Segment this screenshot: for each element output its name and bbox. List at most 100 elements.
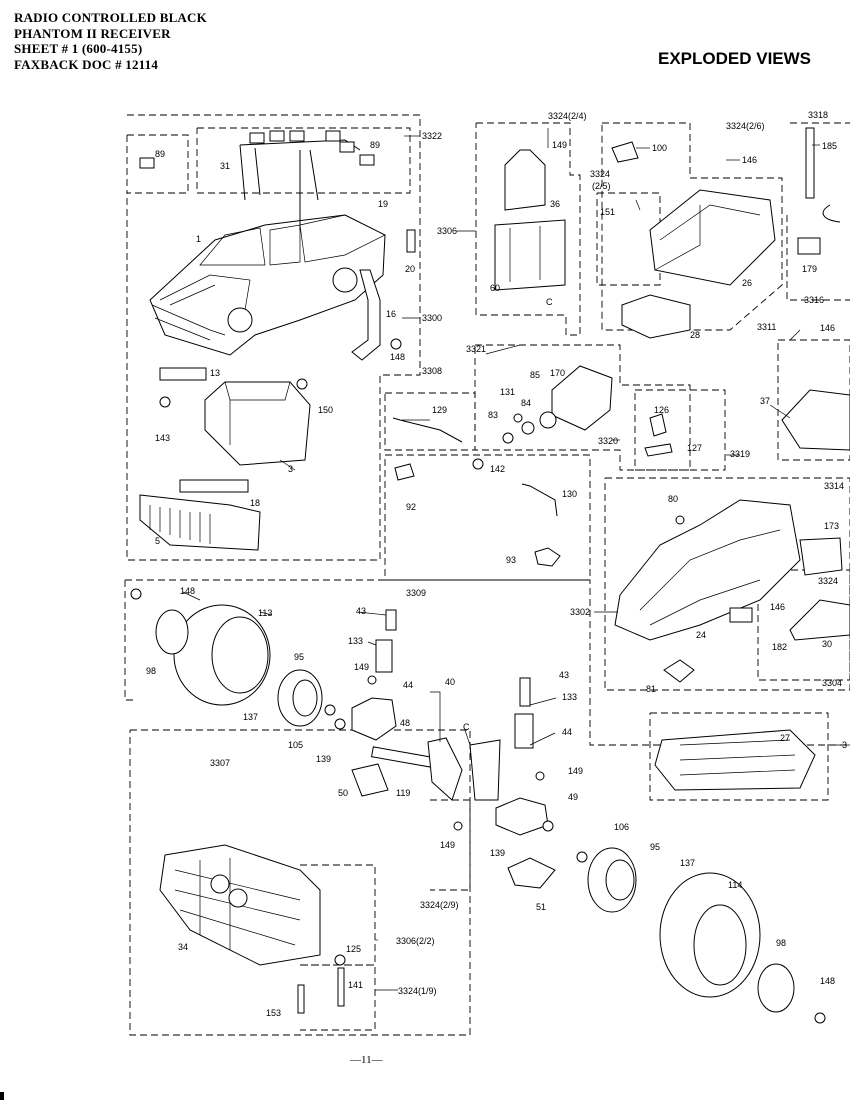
callout-3319: 3319 bbox=[730, 449, 750, 459]
spring-133b bbox=[514, 713, 534, 749]
header-line-1: RADIO CONTROLLED BLACK bbox=[14, 10, 207, 25]
callout-48: 48 bbox=[400, 718, 410, 728]
callout-149a: 149 bbox=[552, 140, 567, 150]
callout-43b: 43 bbox=[559, 670, 569, 680]
callout-153: 153 bbox=[266, 1008, 281, 1018]
boundary-3322 bbox=[126, 134, 189, 194]
steering-rod-129 bbox=[392, 417, 463, 443]
light-pod-5 bbox=[339, 141, 355, 153]
light-pod-7 bbox=[139, 157, 155, 169]
header-line-4: FAXBACK DOC # 12114 bbox=[14, 56, 159, 72]
boundary-front-suspension-left bbox=[124, 580, 135, 701]
callout-151: 151 bbox=[600, 207, 615, 217]
screw-148c bbox=[814, 1012, 826, 1024]
steering-rod-130 bbox=[521, 483, 558, 517]
callout-83: 83 bbox=[488, 410, 498, 420]
callout-146a: 146 bbox=[742, 155, 757, 165]
callout-18: 18 bbox=[250, 498, 260, 508]
washer-83 bbox=[502, 432, 514, 444]
lead-37 bbox=[769, 404, 791, 419]
callout-26: 26 bbox=[742, 278, 752, 288]
callout-36: 36 bbox=[550, 199, 560, 209]
callout-170: 170 bbox=[550, 368, 565, 378]
callout-148a: 148 bbox=[390, 352, 405, 362]
callout-3314: 3314 bbox=[824, 481, 844, 491]
spring-133a bbox=[375, 639, 393, 673]
bolt-153 bbox=[297, 984, 305, 1014]
light-bar-18 bbox=[179, 479, 249, 493]
receiver-mount-36 bbox=[504, 149, 546, 211]
front-suspension bbox=[324, 609, 588, 889]
wheel-hub-98a bbox=[155, 609, 189, 655]
lead-113 bbox=[259, 611, 273, 616]
screw-149c bbox=[535, 771, 545, 781]
callout-3322: 3322 bbox=[422, 131, 442, 141]
footer-dash-left: — bbox=[350, 1054, 361, 1066]
callout-3306: 3306 bbox=[437, 226, 457, 236]
rod-end-92 bbox=[394, 463, 415, 481]
callout-31: 31 bbox=[220, 161, 230, 171]
callout-146c: 146 bbox=[770, 602, 785, 612]
callout-92: 92 bbox=[406, 502, 416, 512]
callout-80: 80 bbox=[668, 494, 678, 504]
callout-149b: 149 bbox=[354, 662, 369, 672]
boundary-3314 bbox=[604, 477, 850, 691]
callout-3324b: 3324 bbox=[818, 576, 838, 586]
callout-148b: 148 bbox=[180, 586, 195, 596]
header-line-2: PHANTOM II RECEIVER bbox=[14, 25, 171, 41]
shock-43a bbox=[385, 609, 397, 631]
callout-34: 34 bbox=[178, 942, 188, 952]
callout-3300: 3300 bbox=[422, 313, 442, 323]
callout-129: 129 bbox=[432, 405, 447, 415]
clip-100 bbox=[611, 141, 639, 163]
lead-3321 bbox=[485, 344, 521, 355]
leader-lines bbox=[182, 128, 850, 991]
knuckle-arm-C bbox=[469, 739, 501, 801]
callout-142: 142 bbox=[490, 464, 505, 474]
callout-44a: 44 bbox=[403, 680, 413, 690]
callout-148c: 148 bbox=[820, 976, 835, 986]
callout-98b: 98 bbox=[776, 938, 786, 948]
servo-assembly bbox=[472, 365, 613, 470]
exhaust-stack bbox=[351, 269, 381, 361]
foam-182 bbox=[729, 607, 753, 623]
truck-body-shell bbox=[149, 214, 386, 356]
boundary-3311 bbox=[601, 122, 783, 331]
callout-3324-25b: (2/5) bbox=[592, 181, 611, 191]
lead-148b bbox=[182, 591, 201, 601]
chassis-24-detail bbox=[639, 529, 781, 626]
callout-131: 131 bbox=[500, 387, 515, 397]
callout-3304: 3304 bbox=[822, 678, 842, 688]
light-pod-3 bbox=[289, 130, 305, 142]
hood-scoop-3 bbox=[204, 381, 311, 466]
callout-126: 126 bbox=[654, 405, 669, 415]
callout-100: 100 bbox=[652, 143, 667, 153]
callout-182: 182 bbox=[772, 642, 787, 652]
boundary-3319 bbox=[634, 389, 726, 471]
callout-149d: 149 bbox=[440, 840, 455, 850]
skid-plate-30 bbox=[789, 599, 850, 641]
callout-3302: 3302 bbox=[570, 607, 590, 617]
callout-95b: 95 bbox=[650, 842, 660, 852]
light-pod-1 bbox=[249, 132, 265, 144]
assembly-boundaries bbox=[124, 114, 850, 1036]
screw-149b bbox=[367, 675, 377, 685]
bearing-106 bbox=[576, 851, 588, 863]
callout-16: 16 bbox=[386, 309, 396, 319]
light-pod-4 bbox=[325, 130, 341, 142]
callout-3324-19: 3324(1/9) bbox=[398, 986, 437, 996]
screw-148b bbox=[130, 588, 142, 600]
body-wheel-arch-rear bbox=[332, 267, 358, 293]
callout-3320: 3320 bbox=[598, 436, 618, 446]
callout-60: 60 bbox=[490, 283, 500, 293]
wheel-hub-98b bbox=[757, 963, 795, 1013]
callout-51: 51 bbox=[536, 902, 546, 912]
wheel-95a-inner bbox=[292, 679, 318, 717]
light-pod-2 bbox=[269, 130, 285, 142]
callout-30: 30 bbox=[822, 639, 832, 649]
battery-box-assembly bbox=[611, 141, 776, 339]
callout-137b: 137 bbox=[680, 858, 695, 868]
callout-C2: C bbox=[463, 722, 470, 732]
antenna-wire bbox=[822, 204, 841, 223]
boundary-3316 bbox=[786, 215, 850, 301]
